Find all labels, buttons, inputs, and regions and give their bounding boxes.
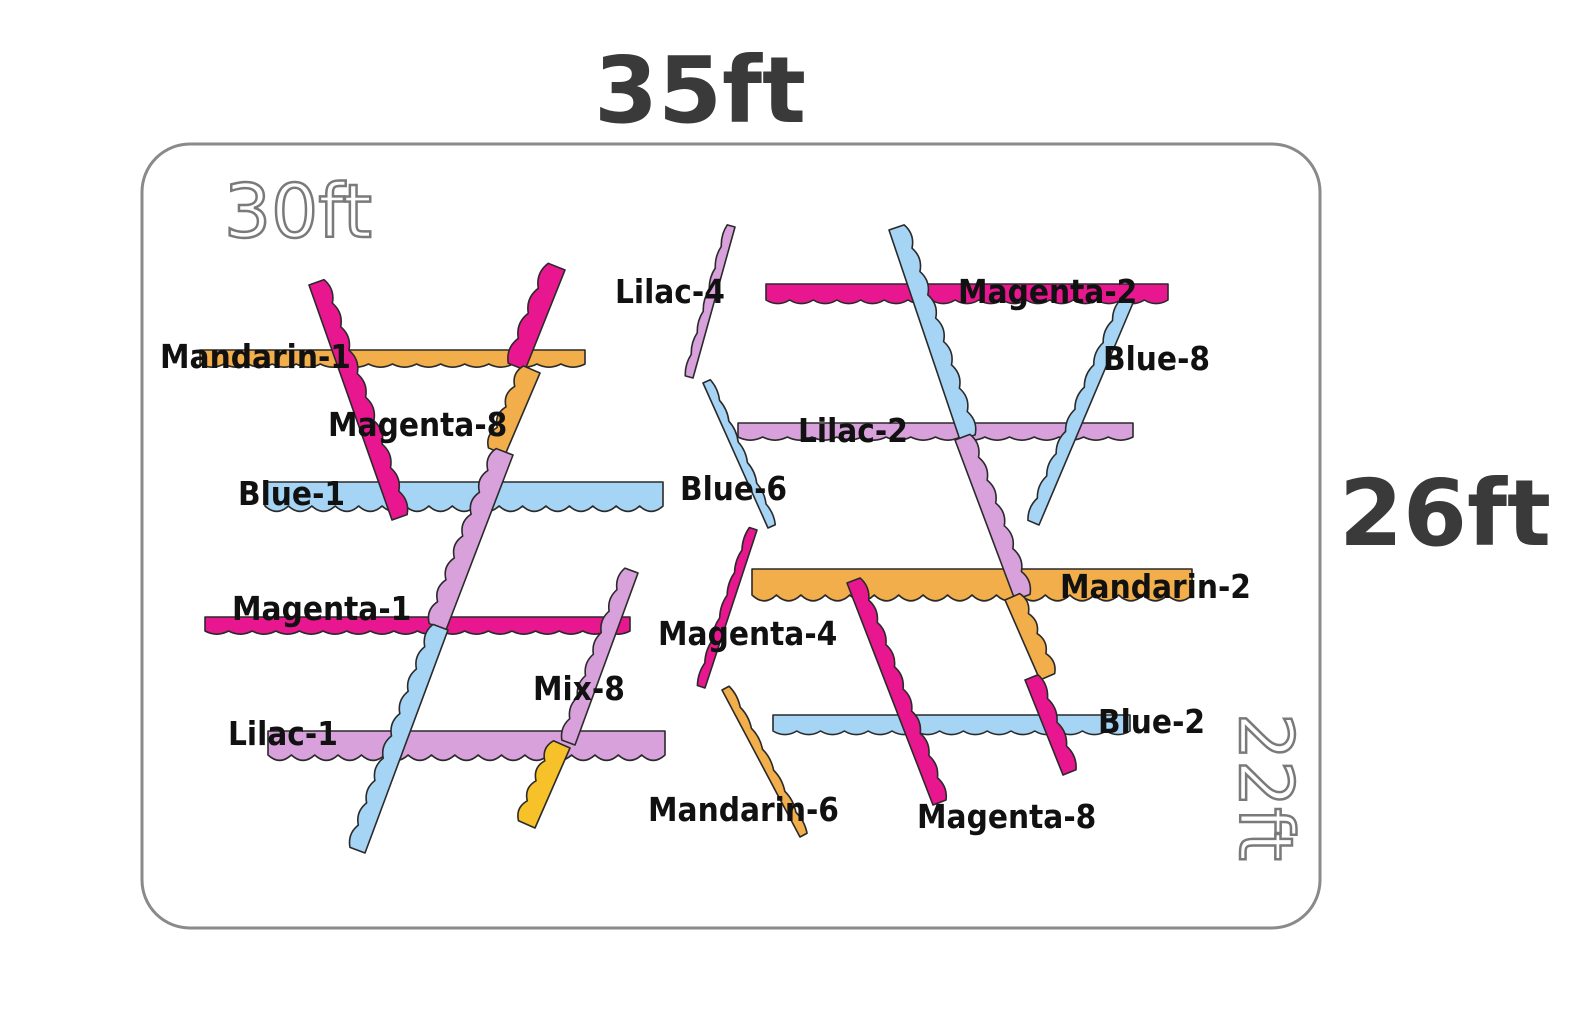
label-magenta-1: Magenta-1 [232,589,411,628]
strip-blue-8 [1027,297,1134,526]
label-lilac-2: Lilac-2 [798,411,908,450]
label-lilac-1: Lilac-1 [228,714,338,753]
strip-mandarin-6 [721,685,808,838]
label-magenta-4: Magenta-4 [658,614,837,653]
strip-mix-lilac [560,567,639,746]
strip-lilac-diag-right [954,433,1032,601]
strip-magenta-diag-top [507,262,566,371]
strip-blue-1 [264,481,664,513]
label-mix-8: Mix-8 [533,669,625,708]
label-magenta-2: Magenta-2 [958,272,1137,311]
label-blue-2: Blue-2 [1098,702,1205,741]
label-blue-8: Blue-8 [1103,339,1210,378]
strip-mandarin-diag-right [1004,592,1056,681]
strip-blue-diag-right [888,224,977,441]
label-mandarin-1: Mandarin-1 [160,337,351,376]
strip-magenta-2 [765,283,1169,305]
strip-magenta-8-right [846,577,948,806]
outer-width-label: 35ft [594,37,806,144]
strip-magenta-8-left [308,278,409,521]
strip-magenta-diag-right [1024,674,1077,776]
strip-blue-6 [702,378,777,529]
garland-labels: Mandarin-1 Magenta-8 Blue-1 Magenta-1 Li… [160,272,1251,836]
label-blue-6: Blue-6 [680,469,787,508]
strip-blue-diag-left [348,623,449,854]
inner-width-label: 30ft [224,169,372,255]
strip-magenta-1 [204,616,631,635]
strip-blue-2 [772,714,1131,736]
outer-height-label: 26ft [1339,460,1551,567]
label-mandarin-2: Mandarin-2 [1060,567,1251,606]
inner-height-label: 22ft [1222,713,1308,861]
label-mandarin-6: Mandarin-6 [648,790,839,829]
strip-lilac-diag-left [427,447,514,631]
label-blue-1: Blue-1 [238,474,345,513]
garland-strips [199,224,1193,854]
strip-magenta-4 [696,526,758,689]
strip-mandarin-diag [487,365,541,456]
label-magenta-8-left: Magenta-8 [328,405,507,444]
strip-mix-yellow [517,739,571,829]
label-magenta-8-right: Magenta-8 [917,797,1096,836]
strip-lilac-4 [684,224,736,379]
label-lilac-4: Lilac-4 [615,272,725,311]
